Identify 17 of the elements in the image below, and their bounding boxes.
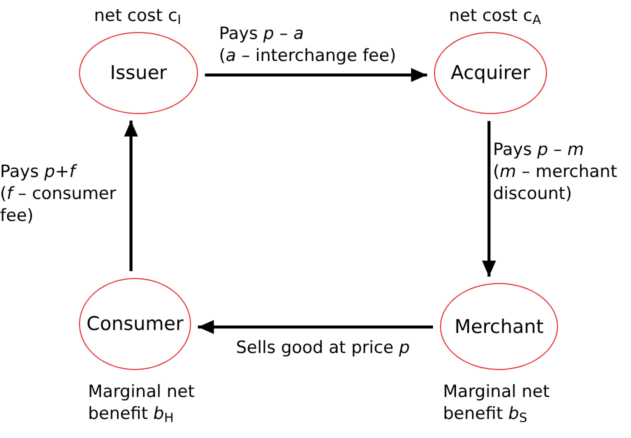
node-annotation: Marginal net benefit b$_{S}$ [443,381,551,425]
node-label: Acquirer [450,62,530,84]
entity-ellipse [440,283,558,370]
node-annotation: net cost c$_{A}$ [449,5,542,27]
node-label: Issuer [110,62,167,84]
entity-ellipse [79,32,198,114]
node-label: Merchant [454,316,544,338]
arrow [124,120,138,272]
node-annotation: net cost c$_{I}$ [94,5,182,27]
arrow [198,320,433,334]
entity-ellipse [79,278,191,370]
entity-ellipse [434,32,547,114]
node-label: Consumer [86,313,184,335]
node-annotation: Marginal net benefit b$_{H}$ [88,381,196,425]
edge-label: Sells good at price p [236,337,410,359]
arrow [204,68,428,82]
arrow [482,120,496,277]
